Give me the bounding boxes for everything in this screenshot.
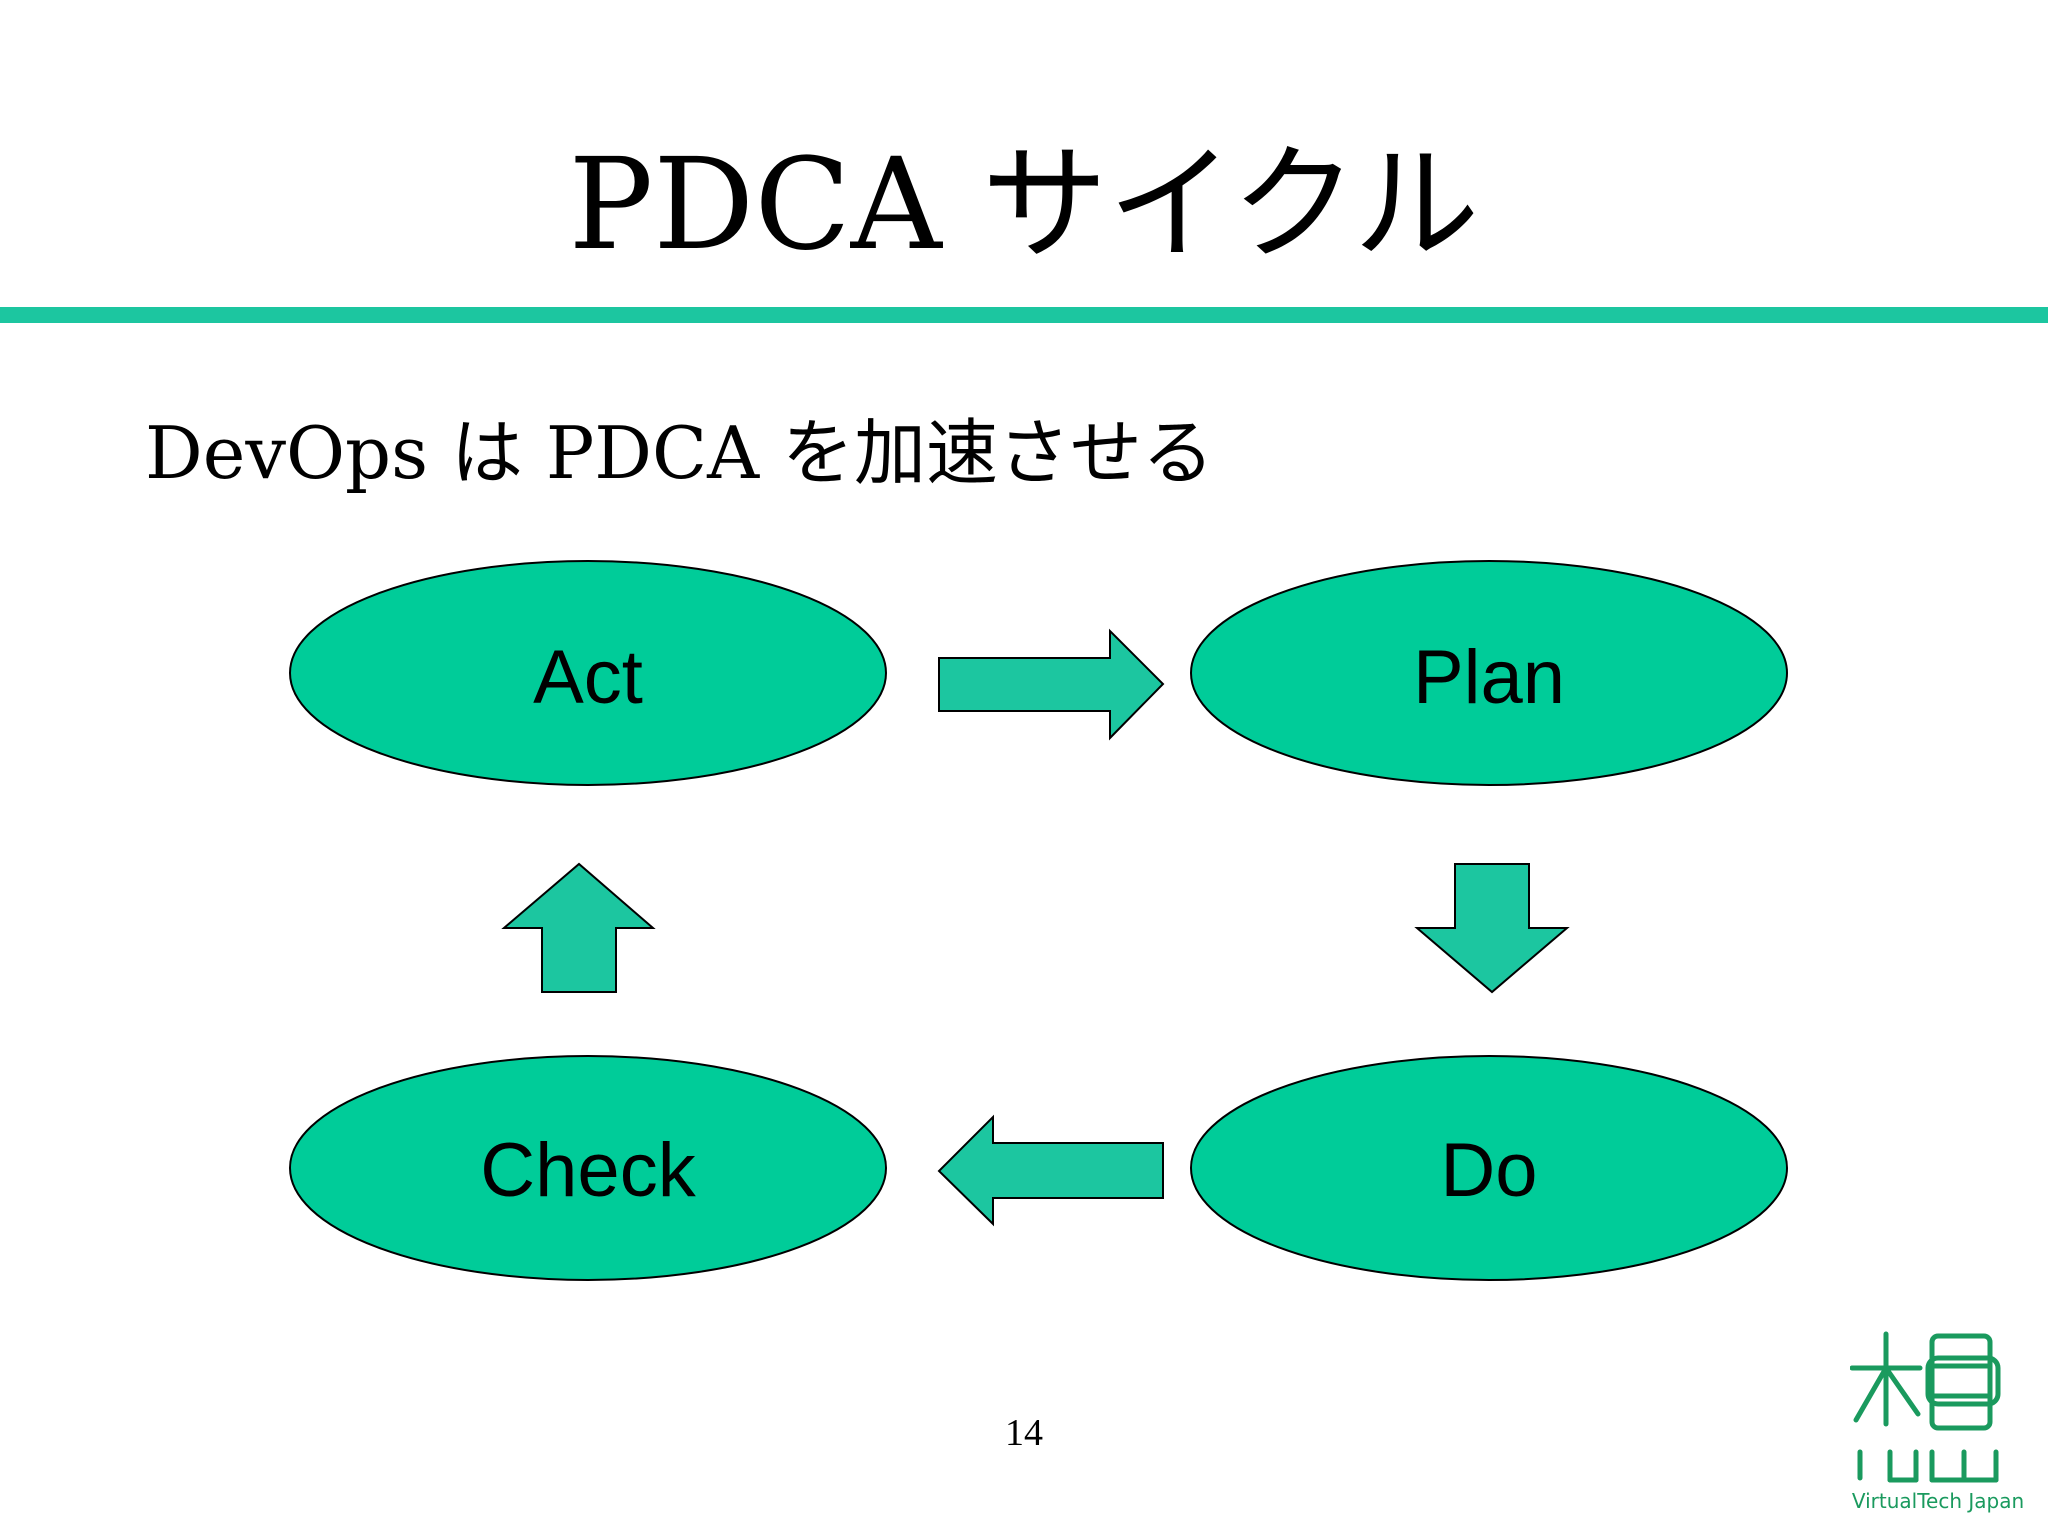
node-do-label: Do: [1440, 1128, 1537, 1213]
arrow-check-to-act: [501, 862, 656, 993]
virtualtech-logo-icon: [1850, 1331, 2001, 1483]
node-plan-label: Plan: [1413, 635, 1565, 720]
logo-caption: VirtualTech Japan: [1851, 1489, 2025, 1513]
node-plan-ellipse: [1190, 560, 1788, 786]
node-act: Act: [289, 560, 887, 786]
node-do-ellipse: [1190, 1055, 1788, 1281]
node-plan: Plan: [1190, 560, 1788, 786]
node-do: Do: [1190, 1055, 1788, 1281]
node-check-ellipse: [289, 1055, 887, 1281]
arrow-plan-to-do: [1414, 863, 1570, 994]
arrow-act-to-plan: [938, 628, 1165, 741]
title-divider: [0, 307, 2048, 323]
node-check-label: Check: [480, 1128, 696, 1213]
page-number: 14: [1005, 1412, 1043, 1454]
node-act-ellipse: [289, 560, 887, 786]
node-act-label: Act: [533, 635, 643, 720]
node-check: Check: [289, 1055, 887, 1281]
slide-subtitle: DevOps は PDCA を加速させる: [145, 411, 1214, 495]
arrow-do-to-check: [937, 1114, 1164, 1227]
slide-title: PDCA サイクル: [568, 131, 1480, 278]
